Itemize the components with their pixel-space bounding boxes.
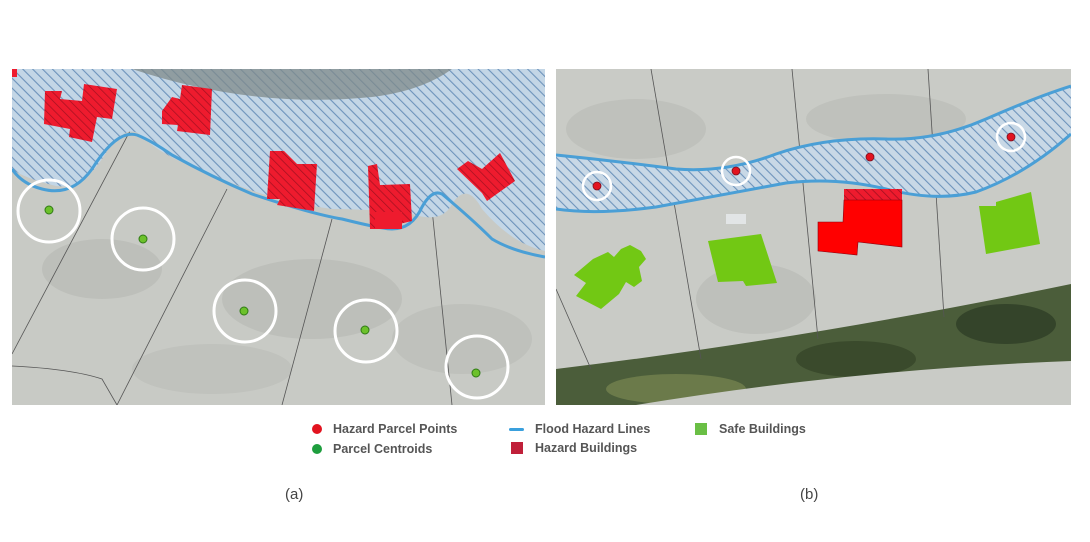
hazard-building-hatched (844, 189, 902, 200)
map-legend: Hazard Parcel Points Parcel Centroids Fl… (312, 422, 832, 470)
safe-buildings (574, 192, 1040, 309)
parcel-boundaries (12, 130, 453, 405)
river (132, 69, 452, 100)
hazard-building (457, 153, 515, 201)
legend-label: Parcel Centroids (333, 442, 433, 456)
legend-item-parcel-centroids: Parcel Centroids (312, 442, 432, 456)
legend-item-hazard-parcel-points: Hazard Parcel Points (312, 422, 457, 436)
hazard-buildings (44, 84, 515, 229)
legend-label: Flood Hazard Lines (535, 422, 651, 436)
legend-label: Hazard Buildings (535, 441, 638, 455)
hazard-building (817, 199, 903, 256)
parcel-centroid-buffers (16, 178, 510, 400)
caption-a: (a) (285, 486, 304, 503)
blue-line-icon (509, 427, 524, 431)
legend-item-hazard-buildings: Hazard Buildings (511, 441, 637, 455)
hazard-building (44, 84, 117, 142)
map-a-canvas (12, 69, 545, 405)
hazard-buildings (817, 189, 903, 256)
safe-building (574, 245, 646, 309)
red-square-icon (511, 442, 523, 454)
hazard-building (267, 151, 317, 211)
hazard-parcel-points (581, 121, 1027, 202)
safe-building (708, 234, 777, 286)
legend-label: Hazard Parcel Points (333, 422, 458, 436)
caption-b: (b) (800, 486, 819, 503)
parcel-boundaries (556, 69, 945, 370)
map-panel-a[interactable] (12, 69, 545, 405)
flood-hazard-area (556, 86, 1071, 212)
hazard-building (375, 212, 402, 229)
legend-item-safe-buildings: Safe Buildings (695, 422, 806, 436)
red-dot-icon (312, 424, 322, 434)
flood-hazard-line-upper (556, 84, 1071, 172)
legend-item-flood-hazard-lines: Flood Hazard Lines (509, 422, 650, 436)
green-dot-icon (312, 444, 322, 454)
hazard-building (162, 85, 212, 135)
green-square-icon (695, 423, 707, 435)
flood-hazard-line-lower (556, 132, 1071, 214)
map-panel-b[interactable] (556, 69, 1071, 405)
map-b-canvas (556, 69, 1071, 405)
safe-building (979, 192, 1040, 254)
legend-label: Safe Buildings (719, 422, 806, 436)
